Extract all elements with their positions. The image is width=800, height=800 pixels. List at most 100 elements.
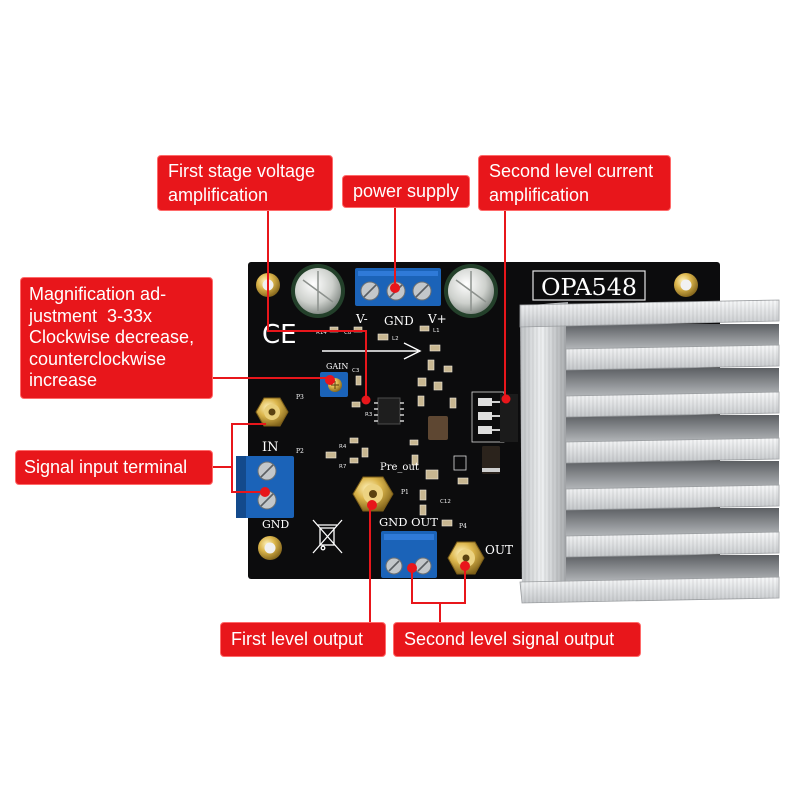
leader-dot [361, 395, 371, 405]
output-terminal-block [381, 531, 437, 578]
part-label: C8 [344, 330, 352, 336]
gain-label: GAIN [326, 362, 348, 371]
connector-label: P2 [296, 448, 304, 455]
capacitor-brown [428, 416, 448, 440]
part-label: R14 [316, 330, 327, 336]
heatsink-gap [566, 324, 779, 349]
part-label: L2 [392, 336, 399, 342]
heatsink-gap [566, 415, 779, 442]
out-rca-jack [447, 541, 485, 575]
mounting-hole-icon [258, 536, 282, 560]
in-gnd-label: GND [262, 518, 289, 531]
part-label: C3 [352, 368, 360, 374]
connector-label: P3 [296, 394, 304, 401]
heatsink-gap [566, 368, 779, 396]
part-label: C12 [440, 499, 451, 505]
part-label: R4 [339, 444, 347, 450]
part-label: L1 [433, 328, 440, 334]
callout-first-stage: First stage voltage amplification [157, 155, 333, 211]
pre-out-rca-jack [352, 476, 394, 512]
input-rca-jack [255, 397, 289, 427]
smd-part [457, 477, 469, 485]
callout-line: Signal input terminal [24, 457, 188, 477]
part-label: R7 [339, 464, 347, 470]
heatsink-gap [566, 461, 779, 489]
smd-part [449, 397, 457, 409]
leader-dot [407, 563, 417, 573]
label-v-minus: V- [355, 312, 368, 326]
smd-part [441, 519, 453, 527]
smd-part [417, 395, 425, 407]
chip-label-frame [532, 270, 646, 301]
label-v-plus: V+ [427, 312, 447, 326]
smd-part [409, 439, 419, 446]
leader-dot [367, 500, 377, 510]
connector-label: P4 [459, 523, 467, 530]
callout-line: counterclockwise [29, 348, 167, 369]
leader-dot [460, 561, 470, 571]
smd-part [349, 437, 359, 444]
callout-signal-input: Signal input terminal [15, 450, 213, 485]
leader-dot [325, 375, 335, 385]
out-label: OUT [485, 543, 513, 557]
callout-line: increase [29, 370, 98, 390]
smd-part [361, 447, 369, 458]
smd-part [427, 359, 435, 371]
callout-line: power supply [352, 181, 460, 201]
callout-second-level-output: Second level signal output [393, 622, 641, 657]
callout-magnification: Magnification ad- justment 3-33x Clockwi… [20, 277, 213, 399]
callout-line: Clockwise decrease, [29, 327, 195, 347]
crossed-out-bin-icon [312, 519, 343, 554]
callout-line: Magnification ad- [29, 284, 167, 304]
smd-part [419, 325, 430, 332]
leader-second-output-bracket [411, 569, 466, 604]
connector-label: P1 [401, 489, 409, 496]
leader-signal-input-bracket [231, 423, 266, 493]
gnd-out-label: GND OUT [379, 515, 438, 529]
mounting-hole-icon [674, 273, 698, 297]
leader-dot [390, 283, 400, 293]
callout-first-level-output: First level output [220, 622, 386, 657]
callout-line: amplification [489, 185, 590, 205]
gain-potentiometer [320, 372, 348, 397]
smd-part [443, 365, 453, 373]
smd-part [355, 375, 362, 386]
smd-part [325, 451, 337, 459]
callout-line: justment 3-33x [29, 305, 153, 326]
pre-out-label: Pre_out [380, 462, 419, 473]
smd-part [349, 457, 359, 464]
smd-part [377, 333, 389, 341]
in-label: IN [262, 440, 279, 455]
leader-dot [260, 487, 270, 497]
leader-dot [501, 394, 511, 404]
callout-line: First level output [231, 629, 364, 649]
callout-line: Second level signal output [404, 629, 615, 649]
smd-part [433, 381, 443, 391]
silkscreen-outline [453, 455, 467, 471]
callout-leaders [213, 208, 511, 622]
label-gnd: GND [384, 314, 414, 328]
callout-line: First stage voltage [168, 161, 316, 181]
heatsink-gap [566, 508, 779, 536]
callout-second-level-current: Second level current amplification [478, 155, 671, 211]
callout-power-supply: power supply [342, 175, 470, 208]
heatsink [519, 299, 780, 604]
leader-first-stage [267, 211, 367, 398]
smd-part [429, 344, 441, 352]
chip-label: OPA548 [541, 275, 637, 301]
smd-part [419, 504, 427, 516]
op-amp-ic [374, 397, 404, 425]
electrolytic-capacitor-left [291, 264, 345, 318]
tantalum-capacitor [482, 446, 500, 474]
smd-part [419, 489, 427, 501]
smd-part [417, 377, 427, 387]
smd-part [351, 401, 361, 408]
smd-components [325, 325, 469, 527]
arrow-right-icon [322, 342, 422, 360]
electrolytic-capacitor-right [444, 264, 498, 318]
opa548-chip [492, 394, 518, 442]
part-label: R3 [365, 412, 373, 418]
smd-part [425, 469, 439, 480]
smd-part [411, 454, 419, 466]
